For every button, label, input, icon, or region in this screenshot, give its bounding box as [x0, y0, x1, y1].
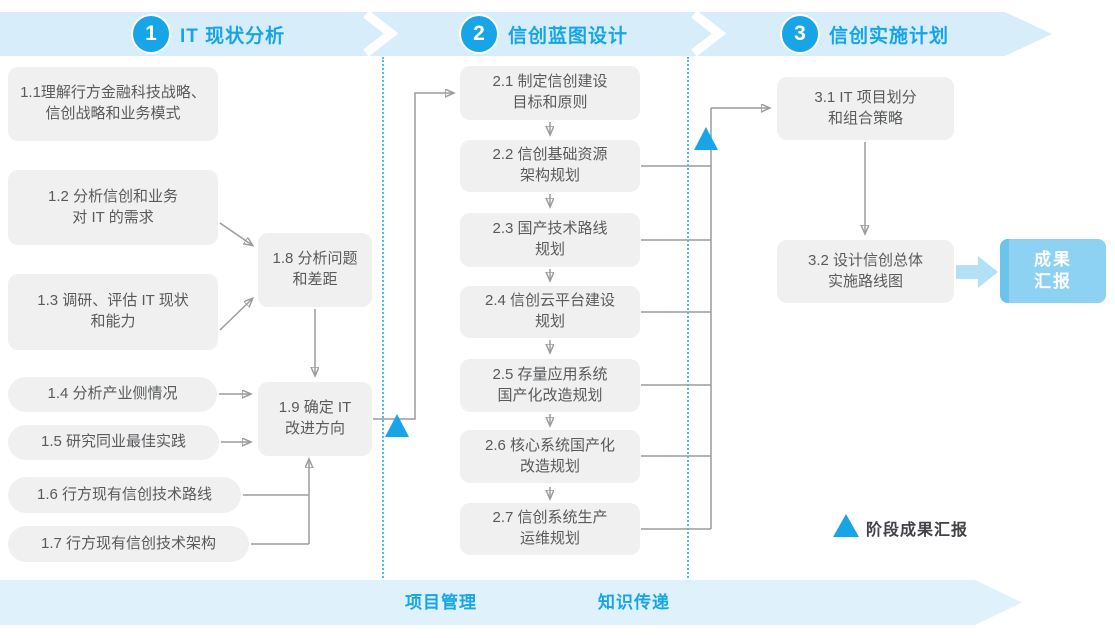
- milestone-triangle-icon: [694, 127, 718, 150]
- task-box-1-9: 1.9 确定 IT 改进方向: [258, 382, 372, 456]
- deliverable-box: 成果 汇报: [1000, 239, 1106, 303]
- task-box-3-2: 3.2 设计信创总体 实施路线图: [777, 240, 954, 303]
- phase-2-title: 信创蓝图设计: [508, 25, 629, 47]
- phase-3-number-icon: 3: [780, 14, 820, 54]
- legend-label: 阶段成果汇报: [866, 522, 969, 539]
- task-box-1-5: 1.5 研究同业最佳实践: [8, 425, 219, 460]
- task-box-2-4: 2.4 信创云平台建设 规划: [460, 286, 640, 338]
- phase-3-badge: 3 信创实施计划: [780, 14, 949, 54]
- task-box-1-4: 1.4 分析产业侧情况: [8, 377, 217, 412]
- phase-1-number-icon: 1: [131, 14, 171, 54]
- phase-1-badge: 1 IT 现状分析: [131, 14, 285, 54]
- task-box-2-5: 2.5 存量应用系统 国产化改造规划: [460, 359, 640, 412]
- phase-2-badge: 2 信创蓝图设计: [459, 14, 628, 54]
- bottom-label-project-management: 项目管理: [405, 593, 477, 612]
- task-box-1-2: 1.2 分析信创和业务 对 IT 的需求: [8, 170, 218, 245]
- deliverable-box-edge: [1000, 239, 1009, 303]
- task-box-1-7: 1.7 行方现有信创技术架构: [8, 526, 249, 562]
- task-box-2-7: 2.7 信创系统生产 运维规划: [460, 503, 640, 555]
- task-box-1-1: 1.1理解行方金融科技战略、 信创战略和业务模式: [8, 67, 218, 141]
- task-box-3-1: 3.1 IT 项目划分 和组合策略: [777, 77, 954, 140]
- phase-divider-dotted-line-2: [687, 57, 689, 578]
- phase-2-number-icon: 2: [459, 14, 499, 54]
- phase-3-title: 信创实施计划: [829, 25, 950, 47]
- milestone-triangle-icon: [385, 414, 409, 437]
- bottom-ribbon: [0, 580, 1022, 625]
- phase-1-title: IT 现状分析: [180, 25, 286, 47]
- bottom-label-knowledge-transfer: 知识传递: [598, 593, 670, 612]
- phase-ribbon: [0, 12, 1052, 56]
- task-box-2-1: 2.1 制定信创建设 目标和原则: [460, 66, 640, 120]
- task-box-2-3: 2.3 国产技术路线 规划: [460, 213, 640, 267]
- task-box-2-6: 2.6 核心系统国产化 改造规划: [460, 430, 640, 483]
- task-box-1-3: 1.3 调研、评估 IT 现状 和能力: [8, 274, 218, 350]
- deliverable-label: 成果 汇报: [1034, 249, 1072, 291]
- legend-triangle-icon: [833, 514, 859, 537]
- task-box-1-8: 1.8 分析问题 和差距: [258, 233, 372, 307]
- task-box-1-6: 1.6 行方现有信创技术路线: [8, 477, 241, 513]
- phase-divider-dotted-line-1: [382, 57, 384, 578]
- block-arrow-icon: [956, 256, 998, 288]
- task-box-2-2: 2.2 信创基础资源 架构规划: [460, 140, 640, 192]
